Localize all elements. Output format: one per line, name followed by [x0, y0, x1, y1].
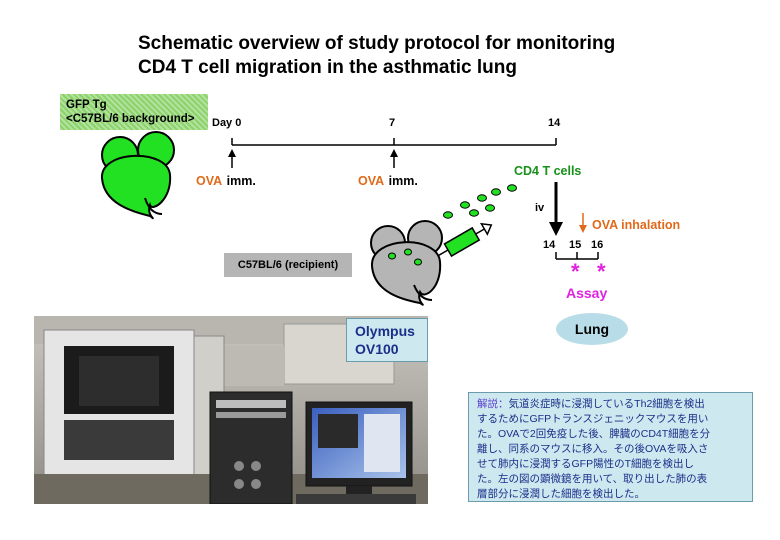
recipient-mouse-icon — [370, 220, 443, 306]
iv-transfer-arrow — [549, 182, 563, 236]
title-line-1: Schematic overview of study protocol for… — [138, 33, 616, 54]
assay-star-2: * — [597, 259, 606, 284]
note-line-3: た。OVAで2回免疫した後、脾臓のCD4T細胞を分 — [477, 428, 711, 440]
imm-1-ova: OVA — [196, 174, 223, 188]
cd4-cells-label: CD4 T cells — [514, 164, 582, 178]
note-line-6: た。左の図の顕微鏡を用いて、取り出した肺の表 — [477, 473, 708, 485]
imm-2-ova: OVA — [358, 174, 385, 188]
title-line-2: CD4 T cell migration in the asthmatic lu… — [138, 57, 517, 78]
assay-star-1: * — [571, 259, 580, 284]
inhalation-timeline — [555, 213, 599, 260]
immunization-1: OVA imm. — [196, 172, 256, 190]
iv-label: iv — [535, 202, 545, 214]
label-inh-day-14: 14 — [543, 239, 556, 251]
gfp-mouse-icon — [100, 131, 175, 220]
imm-2-label: imm. — [388, 174, 418, 188]
assay-label: Assay — [566, 285, 608, 301]
note-line-4: 離し、同系のマウスに移入。その後OVAを吸入さ — [477, 443, 709, 455]
explanation-note: 解説：気道炎症時に浸潤しているTh2細胞を検出 するためにGFPトランスジェニッ… — [468, 392, 753, 502]
page-title: Schematic overview of study protocol for… — [138, 32, 615, 80]
label-day-14: 14 — [548, 117, 561, 129]
syringe-icon — [435, 222, 493, 258]
note-heading: 解説： — [477, 398, 509, 410]
donor-label-box: GFP Tg <C57BL/6 background> — [60, 94, 208, 130]
note-line-5: せて肺内に浸潤するGFP陽性のT細胞を検出し — [477, 458, 694, 470]
microscope-label: Olympus OV100 — [346, 318, 428, 362]
imm-1-label: imm. — [226, 174, 256, 188]
immunization-2: OVA imm. — [358, 172, 418, 190]
microscope-line-1: Olympus — [355, 323, 415, 339]
microscope-line-2: OV100 — [355, 341, 399, 357]
label-inh-day-16: 16 — [591, 239, 604, 251]
microscope-photo — [34, 316, 428, 504]
label-inh-day-15: 15 — [569, 239, 582, 251]
note-line-7: 層部分に浸潤した細胞を検出した。 — [477, 488, 645, 500]
main-timeline — [228, 138, 557, 168]
ova-inhalation-label: OVA inhalation — [592, 218, 681, 232]
donor-line-2: <C57BL/6 background> — [66, 113, 195, 125]
label-day-0: Day 0 — [212, 117, 242, 129]
label-day-7: 7 — [389, 117, 396, 129]
recipient-label: C57BL/6 (recipient) — [224, 253, 352, 277]
note-line-1-text: 気道炎症時に浸潤しているTh2細胞を検出 — [508, 398, 705, 410]
note-line-1: 解説：気道炎症時に浸潤しているTh2細胞を検出 — [477, 397, 746, 412]
cd4-cells-icon — [443, 184, 517, 219]
note-line-2: するためにGFPトランスジェニックマウスを用い — [477, 413, 709, 425]
lung-label: Lung — [556, 313, 628, 345]
donor-line-1: GFP Tg — [66, 99, 107, 111]
